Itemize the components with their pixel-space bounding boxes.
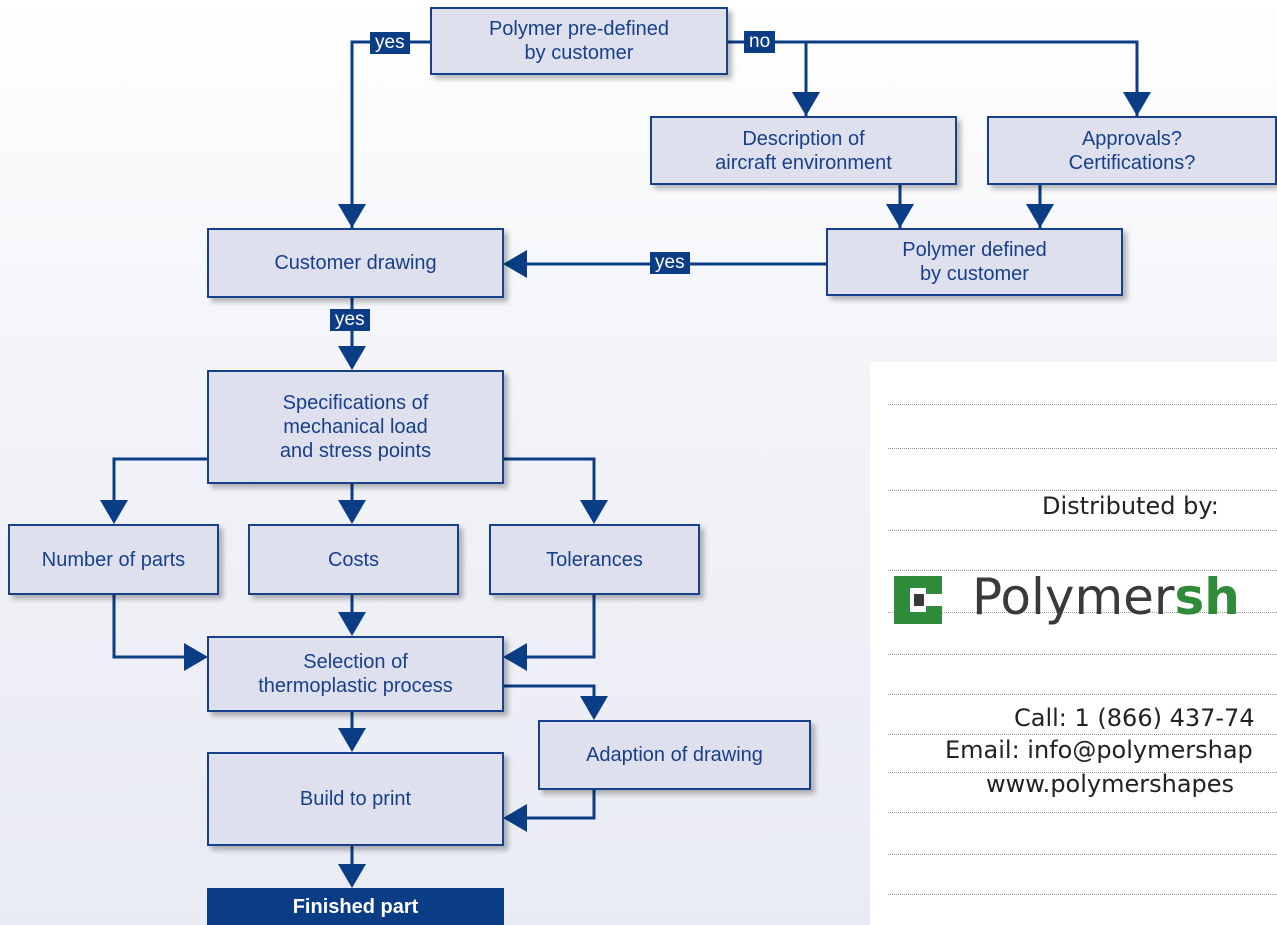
- dotted-rule: [888, 612, 1277, 613]
- distributor-email: Email: info@polymershap: [945, 736, 1253, 764]
- distributor-website: www.polymershapes: [986, 770, 1235, 798]
- arrowhead: [338, 864, 366, 888]
- edge-label-yes-below-drawing: yes: [330, 309, 370, 331]
- polymershapes-logo-mark: [894, 576, 942, 624]
- arrowhead: [1026, 204, 1054, 228]
- arrowhead: [184, 643, 208, 671]
- edge-yes-to-customer-drawing: [350, 40, 430, 228]
- edge-no-to-approvals: [806, 40, 1139, 116]
- dotted-rule: [888, 734, 1277, 735]
- node-number-of-parts: Number of parts: [8, 524, 219, 595]
- arrowhead: [338, 500, 366, 524]
- logo-wordmark-light: Polymer: [972, 568, 1175, 626]
- node-selection-process: Selection of thermoplastic process: [207, 636, 504, 712]
- arrowhead: [503, 643, 527, 671]
- node-polymer-defined: Polymer defined by customer: [826, 228, 1123, 296]
- dotted-rule: [888, 570, 1277, 571]
- node-build-to-print: Build to print: [207, 752, 504, 846]
- dotted-rule: [888, 812, 1277, 813]
- arrowhead: [100, 500, 128, 524]
- dotted-rule: [888, 448, 1277, 449]
- dotted-rule: [888, 772, 1277, 773]
- distributed-by-label: Distributed by:: [1042, 492, 1219, 520]
- arrowhead: [338, 728, 366, 752]
- arrowhead: [580, 500, 608, 524]
- node-polymer-predefined: Polymer pre-defined by customer: [430, 7, 728, 75]
- logo-wordmark-bold: sh: [1174, 568, 1240, 626]
- node-costs: Costs: [248, 524, 459, 595]
- logo-wordmark: Polymersh: [972, 568, 1240, 626]
- distributor-panel: Distributed by: Polymersh Call: 1 (866) …: [870, 362, 1277, 925]
- edge-tolerances-to-selection: [527, 595, 596, 659]
- node-description-environment: Description of aircraft environment: [650, 116, 957, 185]
- arrowhead: [338, 204, 366, 228]
- dotted-rule: [888, 654, 1277, 655]
- edge-label-no-top: no: [744, 31, 776, 53]
- dotted-rule: [888, 694, 1277, 695]
- arrowhead: [338, 612, 366, 636]
- edge-spec-to-tolerances: [500, 457, 596, 505]
- node-tolerances: Tolerances: [489, 524, 700, 595]
- edge-no-to-description: [728, 40, 808, 116]
- arrowhead: [503, 804, 527, 832]
- dotted-rule: [888, 854, 1277, 855]
- node-adaption-of-drawing: Adaption of drawing: [538, 720, 811, 790]
- node-approvals-certifications: Approvals? Certifications?: [987, 116, 1277, 185]
- dotted-rule: [888, 530, 1277, 531]
- node-customer-drawing: Customer drawing: [207, 228, 504, 298]
- dotted-rule: [888, 490, 1277, 491]
- arrowhead: [792, 92, 820, 116]
- edge-label-yes-middle: yes: [650, 252, 690, 274]
- dotted-rule: [888, 894, 1277, 895]
- edge-selection-to-adaption: [500, 684, 596, 702]
- arrowhead: [580, 696, 608, 720]
- dotted-rule: [888, 404, 1277, 405]
- node-finished-part: Finished part: [207, 888, 504, 925]
- edge-adaption-to-build: [527, 790, 596, 820]
- edge-label-yes-top: yes: [370, 32, 410, 54]
- arrowhead: [886, 204, 914, 228]
- edge-spec-to-number-parts: [112, 457, 207, 505]
- arrowhead: [1123, 92, 1151, 116]
- arrowhead: [503, 250, 527, 278]
- node-specifications: Specifications of mechanical load and st…: [207, 370, 504, 484]
- arrowhead: [338, 346, 366, 370]
- edge-number-parts-to-selection: [112, 595, 184, 659]
- distributor-phone: Call: 1 (866) 437-74: [1014, 704, 1255, 732]
